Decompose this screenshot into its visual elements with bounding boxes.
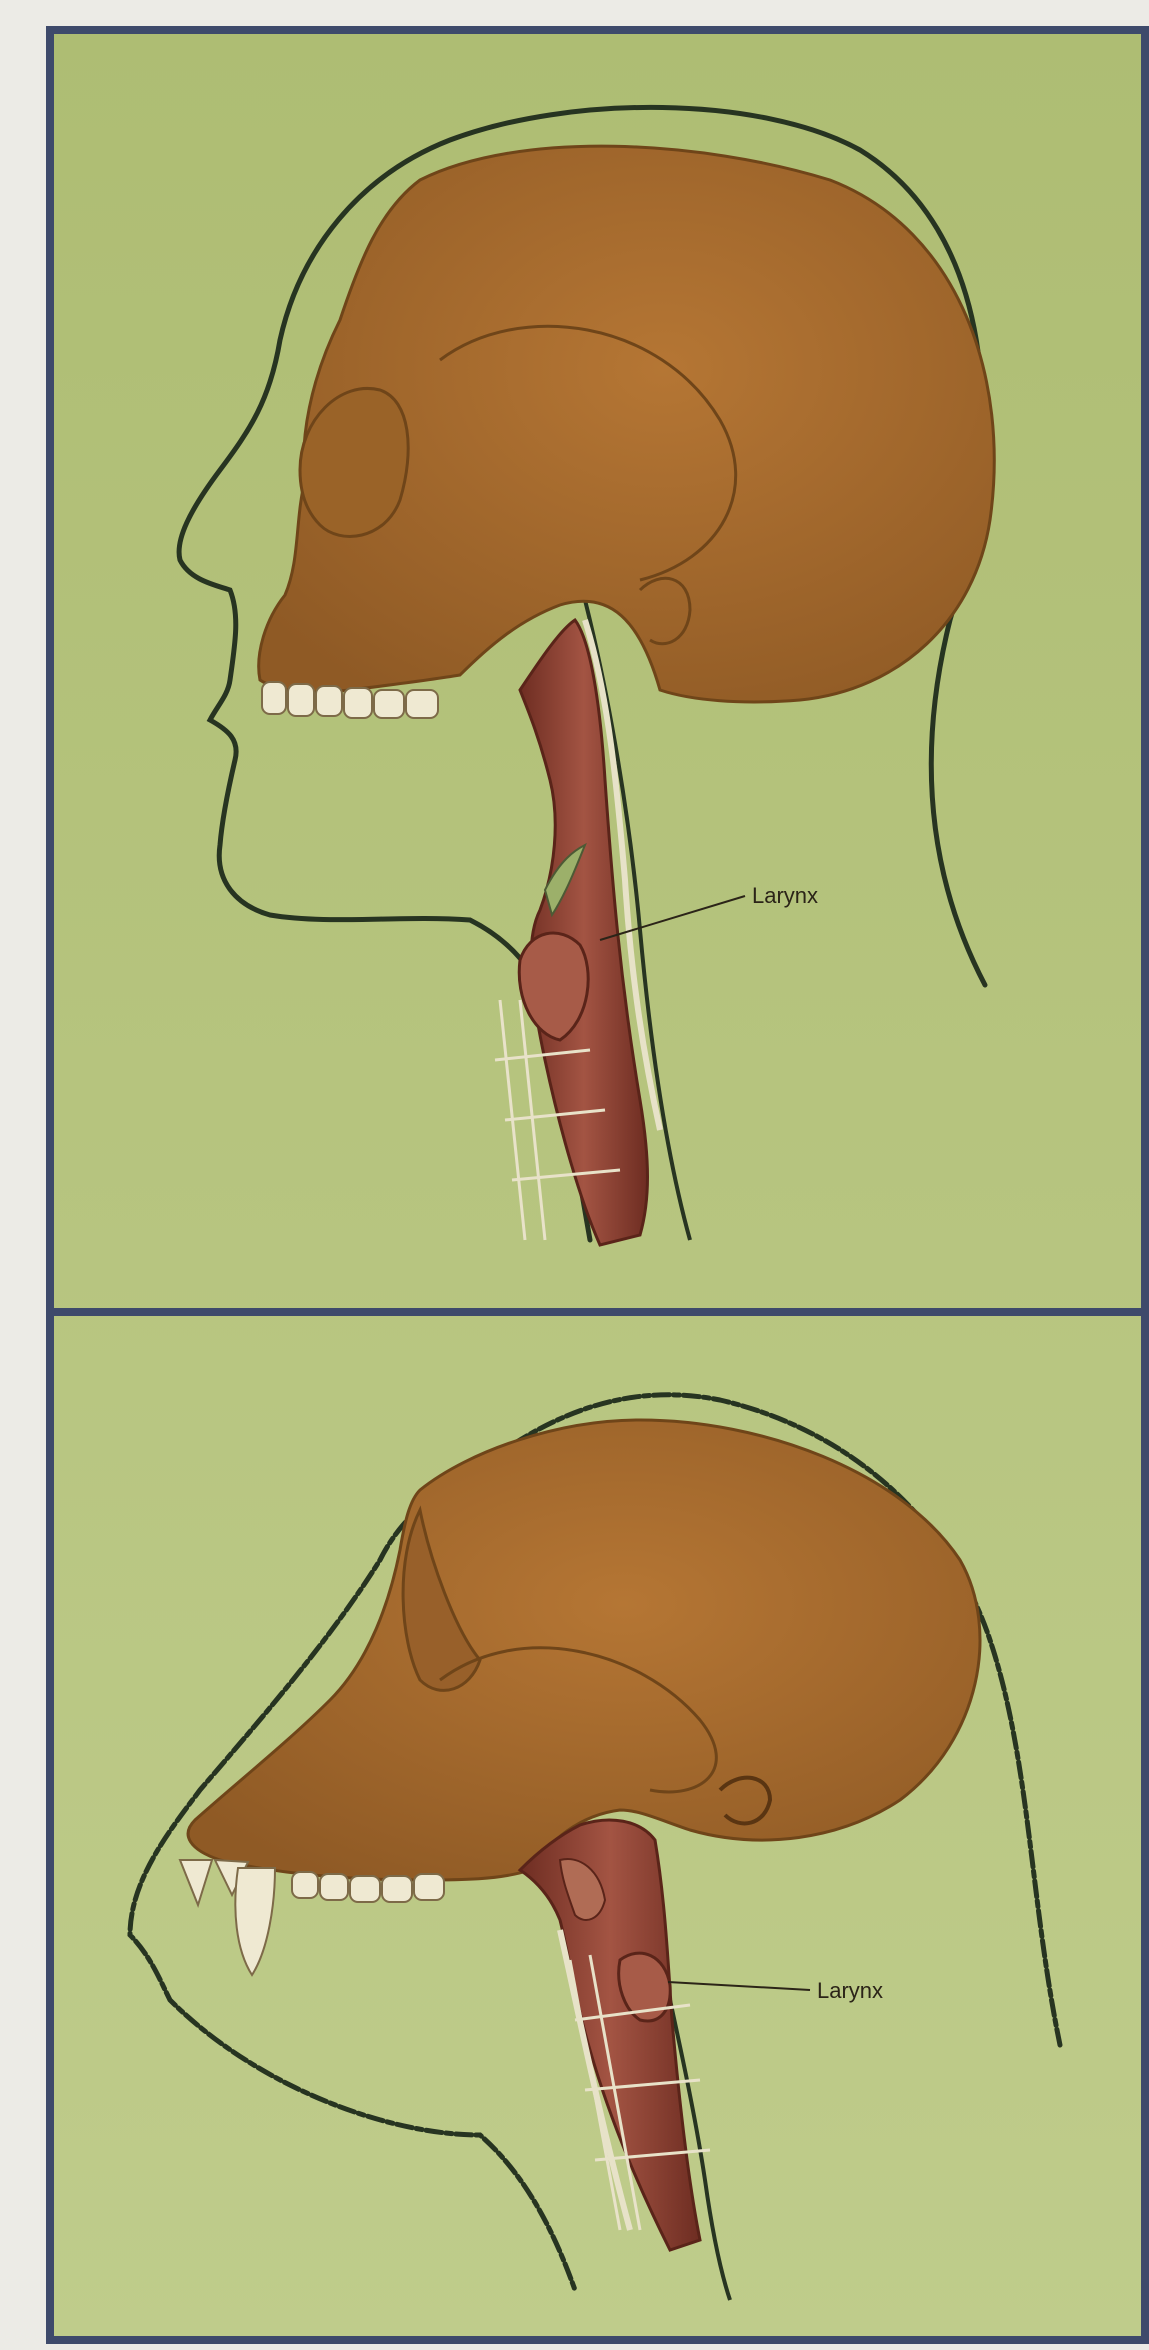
human-larynx-label: Larynx <box>752 883 818 908</box>
ape-larynx-label: Larynx <box>817 1978 883 2003</box>
